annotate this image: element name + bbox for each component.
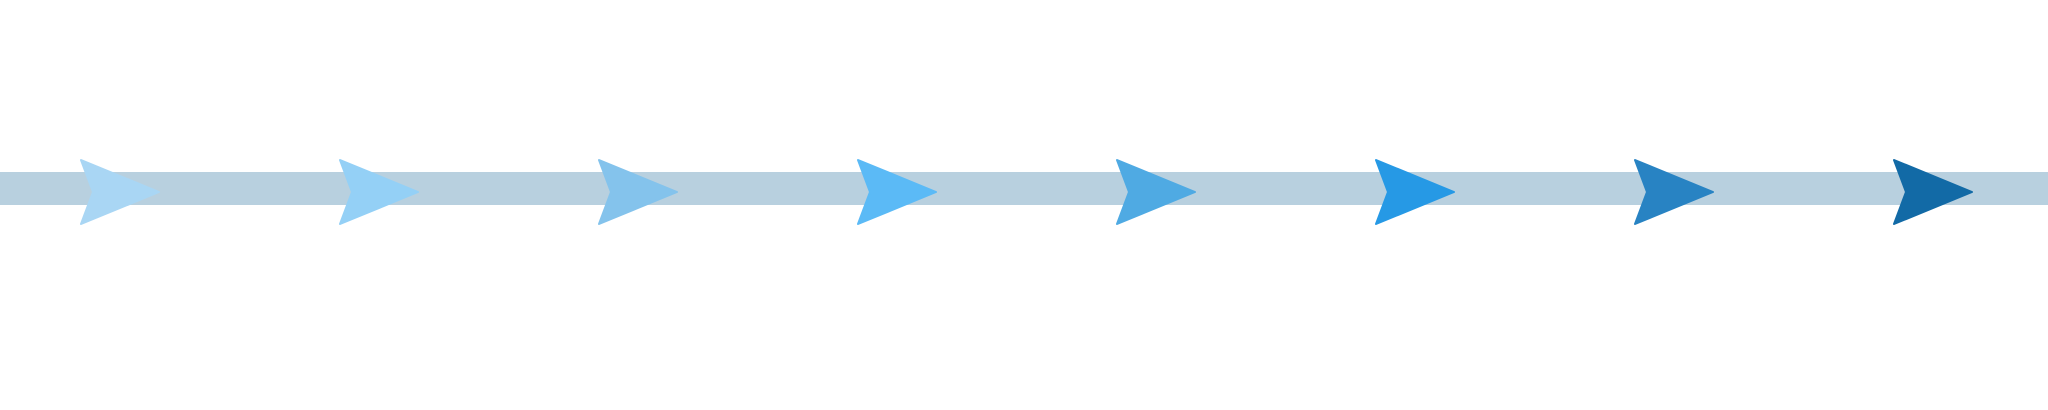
progress-track (0, 172, 2048, 205)
arrow-marker-1-icon (80, 159, 160, 225)
arrow-markers (80, 159, 1973, 225)
arrow-marker-3-icon (598, 159, 678, 225)
arrow-marker-8-icon (1893, 159, 1973, 225)
arrow-marker-5-icon (1116, 159, 1196, 225)
arrow-marker-6-icon (1375, 159, 1455, 225)
arrow-marker-4-icon (857, 159, 937, 225)
arrow-marker-2-icon (339, 159, 419, 225)
arrow-marker-7-icon (1634, 159, 1714, 225)
